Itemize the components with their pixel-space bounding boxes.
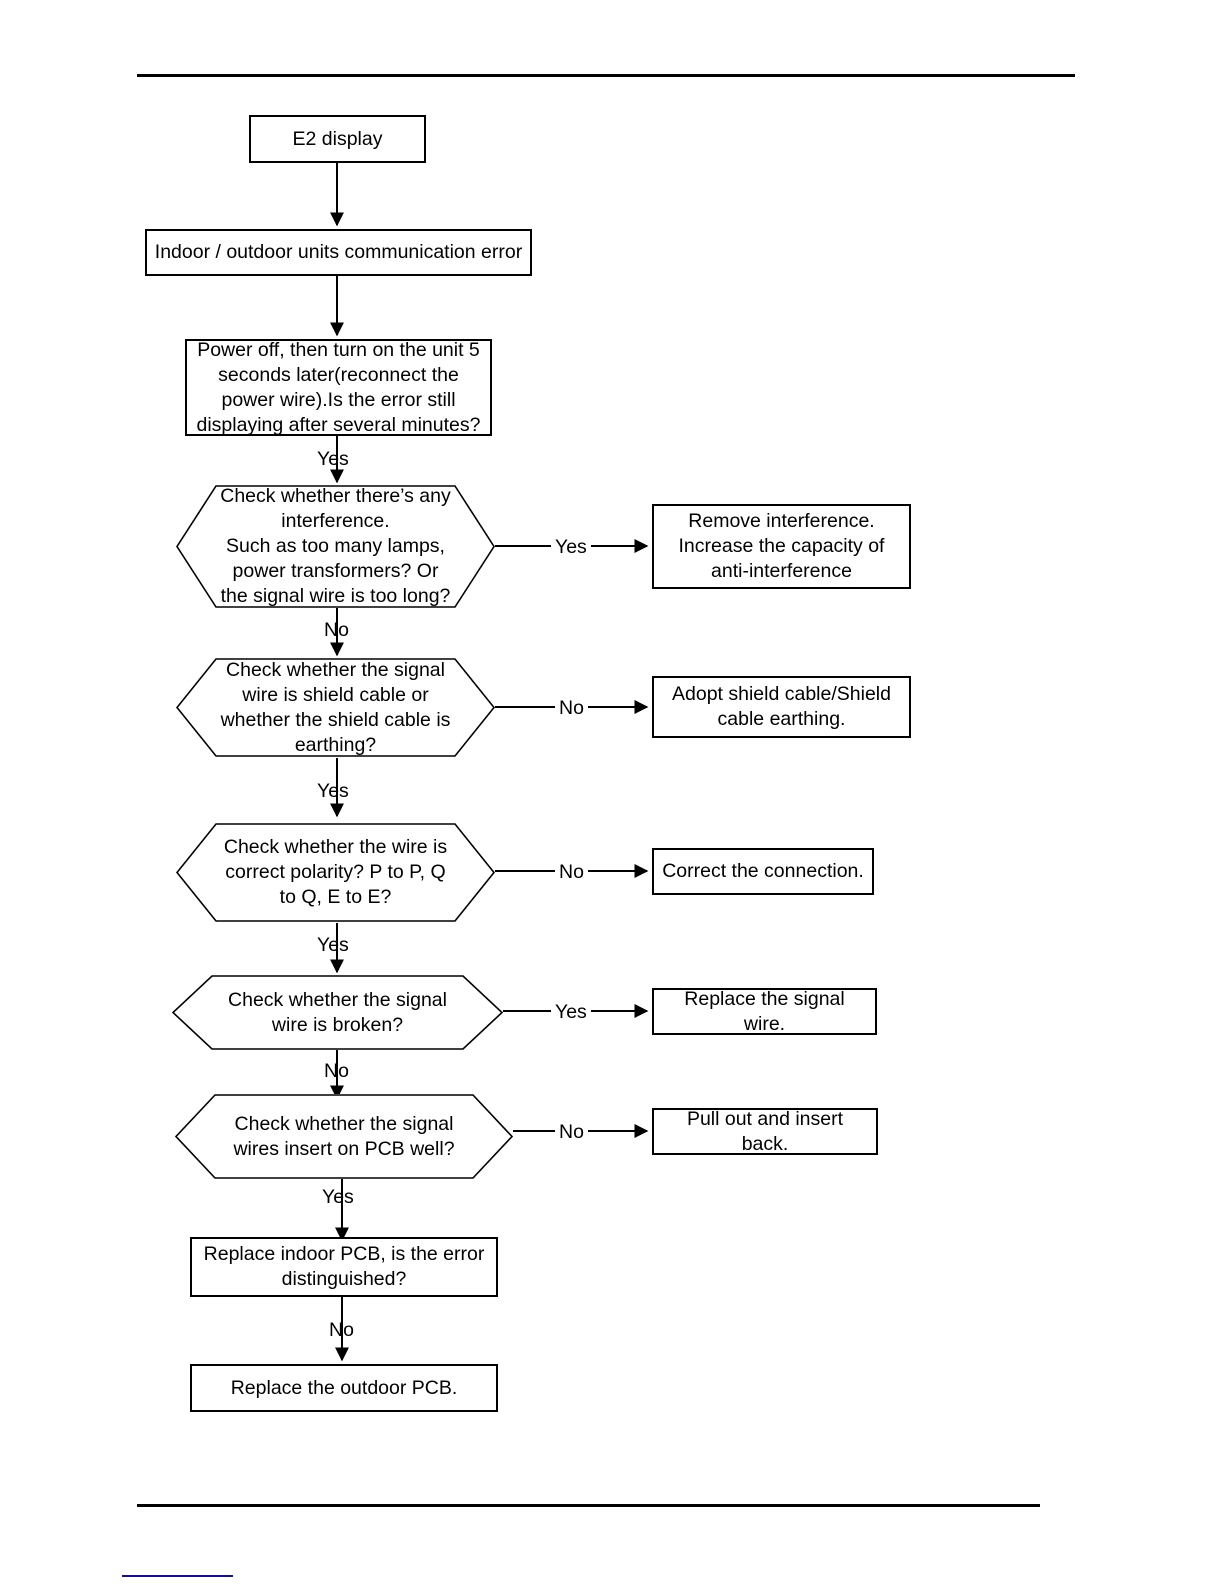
decision-text: Check whether the signal wire is shield … [220, 658, 451, 756]
node-label: Pull out and insert back. [686, 1107, 844, 1155]
decision-wire-polarity[interactable]: Check whether the wire is correct polari… [176, 823, 495, 922]
edge-label-n5-a2: No [555, 697, 588, 719]
footer-accent-rule [122, 1575, 233, 1577]
decision-text: Check whether there’s any interference. … [176, 484, 495, 609]
edge-label-n6-n7: Yes [317, 934, 349, 956]
edge-label-n9-n10: No [329, 1319, 354, 1341]
decision-text: Check whether the signal wire is broken? [228, 988, 447, 1036]
hexagon-outline [176, 485, 495, 608]
node-communication-error[interactable]: Indoor / outdoor units communication err… [145, 229, 532, 276]
decision-line-2: Such as too many lamps, power transforme… [220, 535, 451, 607]
edge-label-n5-n6: Yes [317, 780, 349, 802]
node-replace-outdoor-pcb[interactable]: Replace the outdoor PCB. [190, 1364, 498, 1412]
decision-line-1: Check whether there’s any interference. [220, 485, 451, 532]
hexagon-outline [176, 658, 495, 757]
action-adopt-shield-cable[interactable]: Adopt shield cable/Shield cable earthing… [652, 676, 911, 738]
decision-wires-on-pcb[interactable]: Check whether the signal wires insert on… [175, 1094, 513, 1179]
edge-label-n8-n9: Yes [322, 1186, 354, 1208]
footer-rule [137, 1504, 1040, 1507]
node-label: Power off, then turn on the unit 5 secon… [196, 338, 481, 436]
node-label: Replace the outdoor PCB. [230, 1376, 458, 1399]
edge-label-n6-a3: No [555, 861, 588, 883]
node-label: Indoor / outdoor units communication err… [154, 241, 523, 263]
node-label: Correct the connection. [662, 860, 864, 882]
node-label: E2 display [292, 127, 383, 150]
node-label: Remove interference. Increase the capaci… [678, 510, 885, 582]
edge-label-n4-n5: No [324, 619, 349, 641]
decision-shield-cable[interactable]: Check whether the signal wire is shield … [176, 658, 495, 757]
decision-text: Check whether the wire is correct polari… [223, 836, 448, 908]
edge-label-n7-n8: No [324, 1060, 349, 1082]
node-label: Adopt shield cable/Shield cable earthing… [672, 683, 891, 730]
decision-interference[interactable]: Check whether there’s any interference. … [176, 485, 495, 608]
node-label: Replace indoor PCB, is the error disting… [203, 1243, 485, 1290]
edge-label-n4-a1: Yes [551, 536, 591, 558]
action-correct-connection[interactable]: Correct the connection. [652, 848, 874, 895]
decision-wire-broken[interactable]: Check whether the signal wire is broken? [172, 975, 503, 1050]
hexagon-outline [172, 975, 503, 1050]
action-replace-signal-wire[interactable]: Replace the signal wire. [652, 988, 877, 1035]
hexagon-outline [175, 1094, 513, 1179]
node-power-cycle-check[interactable]: Power off, then turn on the unit 5 secon… [185, 339, 492, 436]
node-label: Replace the signal wire. [684, 987, 845, 1035]
edge-label-n3-n4: Yes [317, 448, 349, 470]
edge-label-n7-a4: Yes [551, 1001, 591, 1023]
decision-text: Check whether the signal wires insert on… [233, 1112, 455, 1160]
header-rule [137, 74, 1075, 77]
edge-label-n8-a5: No [555, 1121, 588, 1143]
action-remove-interference[interactable]: Remove interference. Increase the capaci… [652, 504, 911, 589]
action-pull-out-insert-back[interactable]: Pull out and insert back. [652, 1108, 878, 1155]
node-e2-display[interactable]: E2 display [249, 115, 426, 163]
hexagon-outline [176, 823, 495, 922]
node-replace-indoor-pcb[interactable]: Replace indoor PCB, is the error disting… [190, 1237, 498, 1297]
